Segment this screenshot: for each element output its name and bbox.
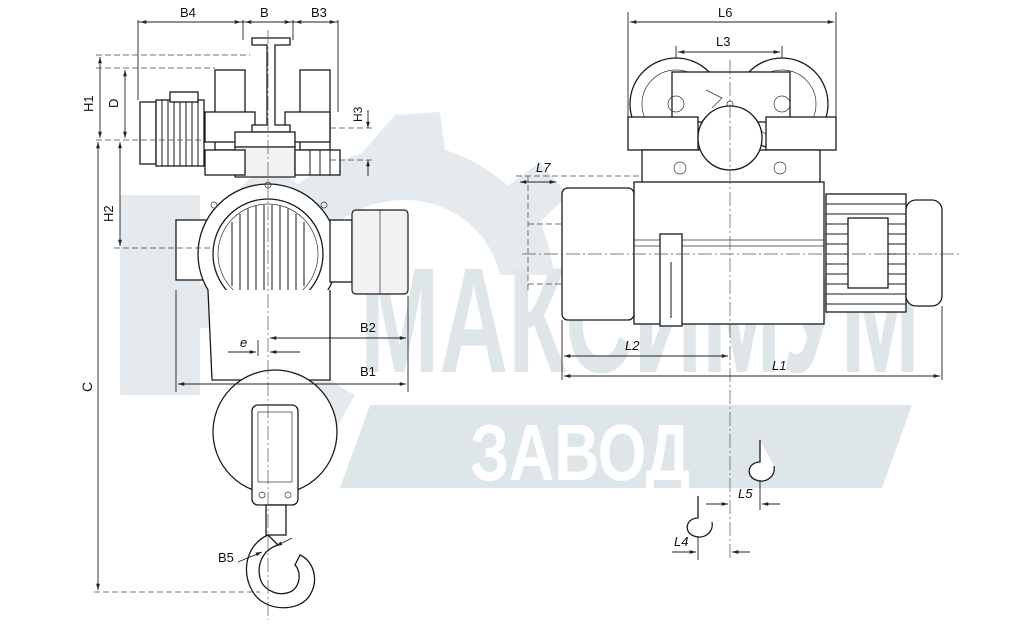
label-L6: L6 — [718, 5, 732, 20]
label-L1: L1 — [772, 358, 786, 373]
side-hoist — [561, 181, 943, 327]
label-H3: H3 — [351, 106, 365, 122]
label-L7: L7 — [536, 160, 551, 175]
label-e: e — [240, 335, 247, 350]
label-C: C — [79, 382, 95, 392]
label-D: D — [106, 99, 121, 108]
travel-motor — [139, 91, 205, 167]
label-L3: L3 — [716, 34, 730, 49]
front-dimensions: B4 B B3 H1 D H3 H2 C — [79, 5, 409, 620]
drum-grid — [231, 205, 305, 303]
watermark-line2: ЗАВОД — [470, 408, 690, 497]
label-B5: B5 — [218, 550, 234, 565]
side-dimensions: L6 L3 L7 L2 L1 — [516, 5, 960, 560]
label-B4: B4 — [180, 5, 196, 20]
hook-block — [207, 289, 338, 609]
side-trolley — [627, 57, 837, 187]
label-H2: H2 — [101, 205, 116, 222]
side-hook-lower-icon — [686, 496, 713, 538]
label-B3: B3 — [311, 5, 327, 20]
hook-icon — [245, 534, 316, 609]
trolley-assembly — [204, 37, 341, 178]
label-L2: L2 — [625, 338, 640, 353]
side-view: L6 L3 L7 L2 L1 — [516, 5, 960, 560]
label-B2: B2 — [360, 320, 376, 335]
label-B1: B1 — [360, 364, 376, 379]
label-H1: H1 — [81, 95, 96, 112]
i-beam — [251, 37, 291, 133]
label-L5: L5 — [738, 486, 753, 501]
label-L4: L4 — [674, 534, 688, 549]
side-hook-upper-icon — [748, 440, 775, 482]
label-B: B — [260, 5, 269, 20]
front-view: B4 B B3 H1 D H3 H2 C — [79, 5, 409, 620]
